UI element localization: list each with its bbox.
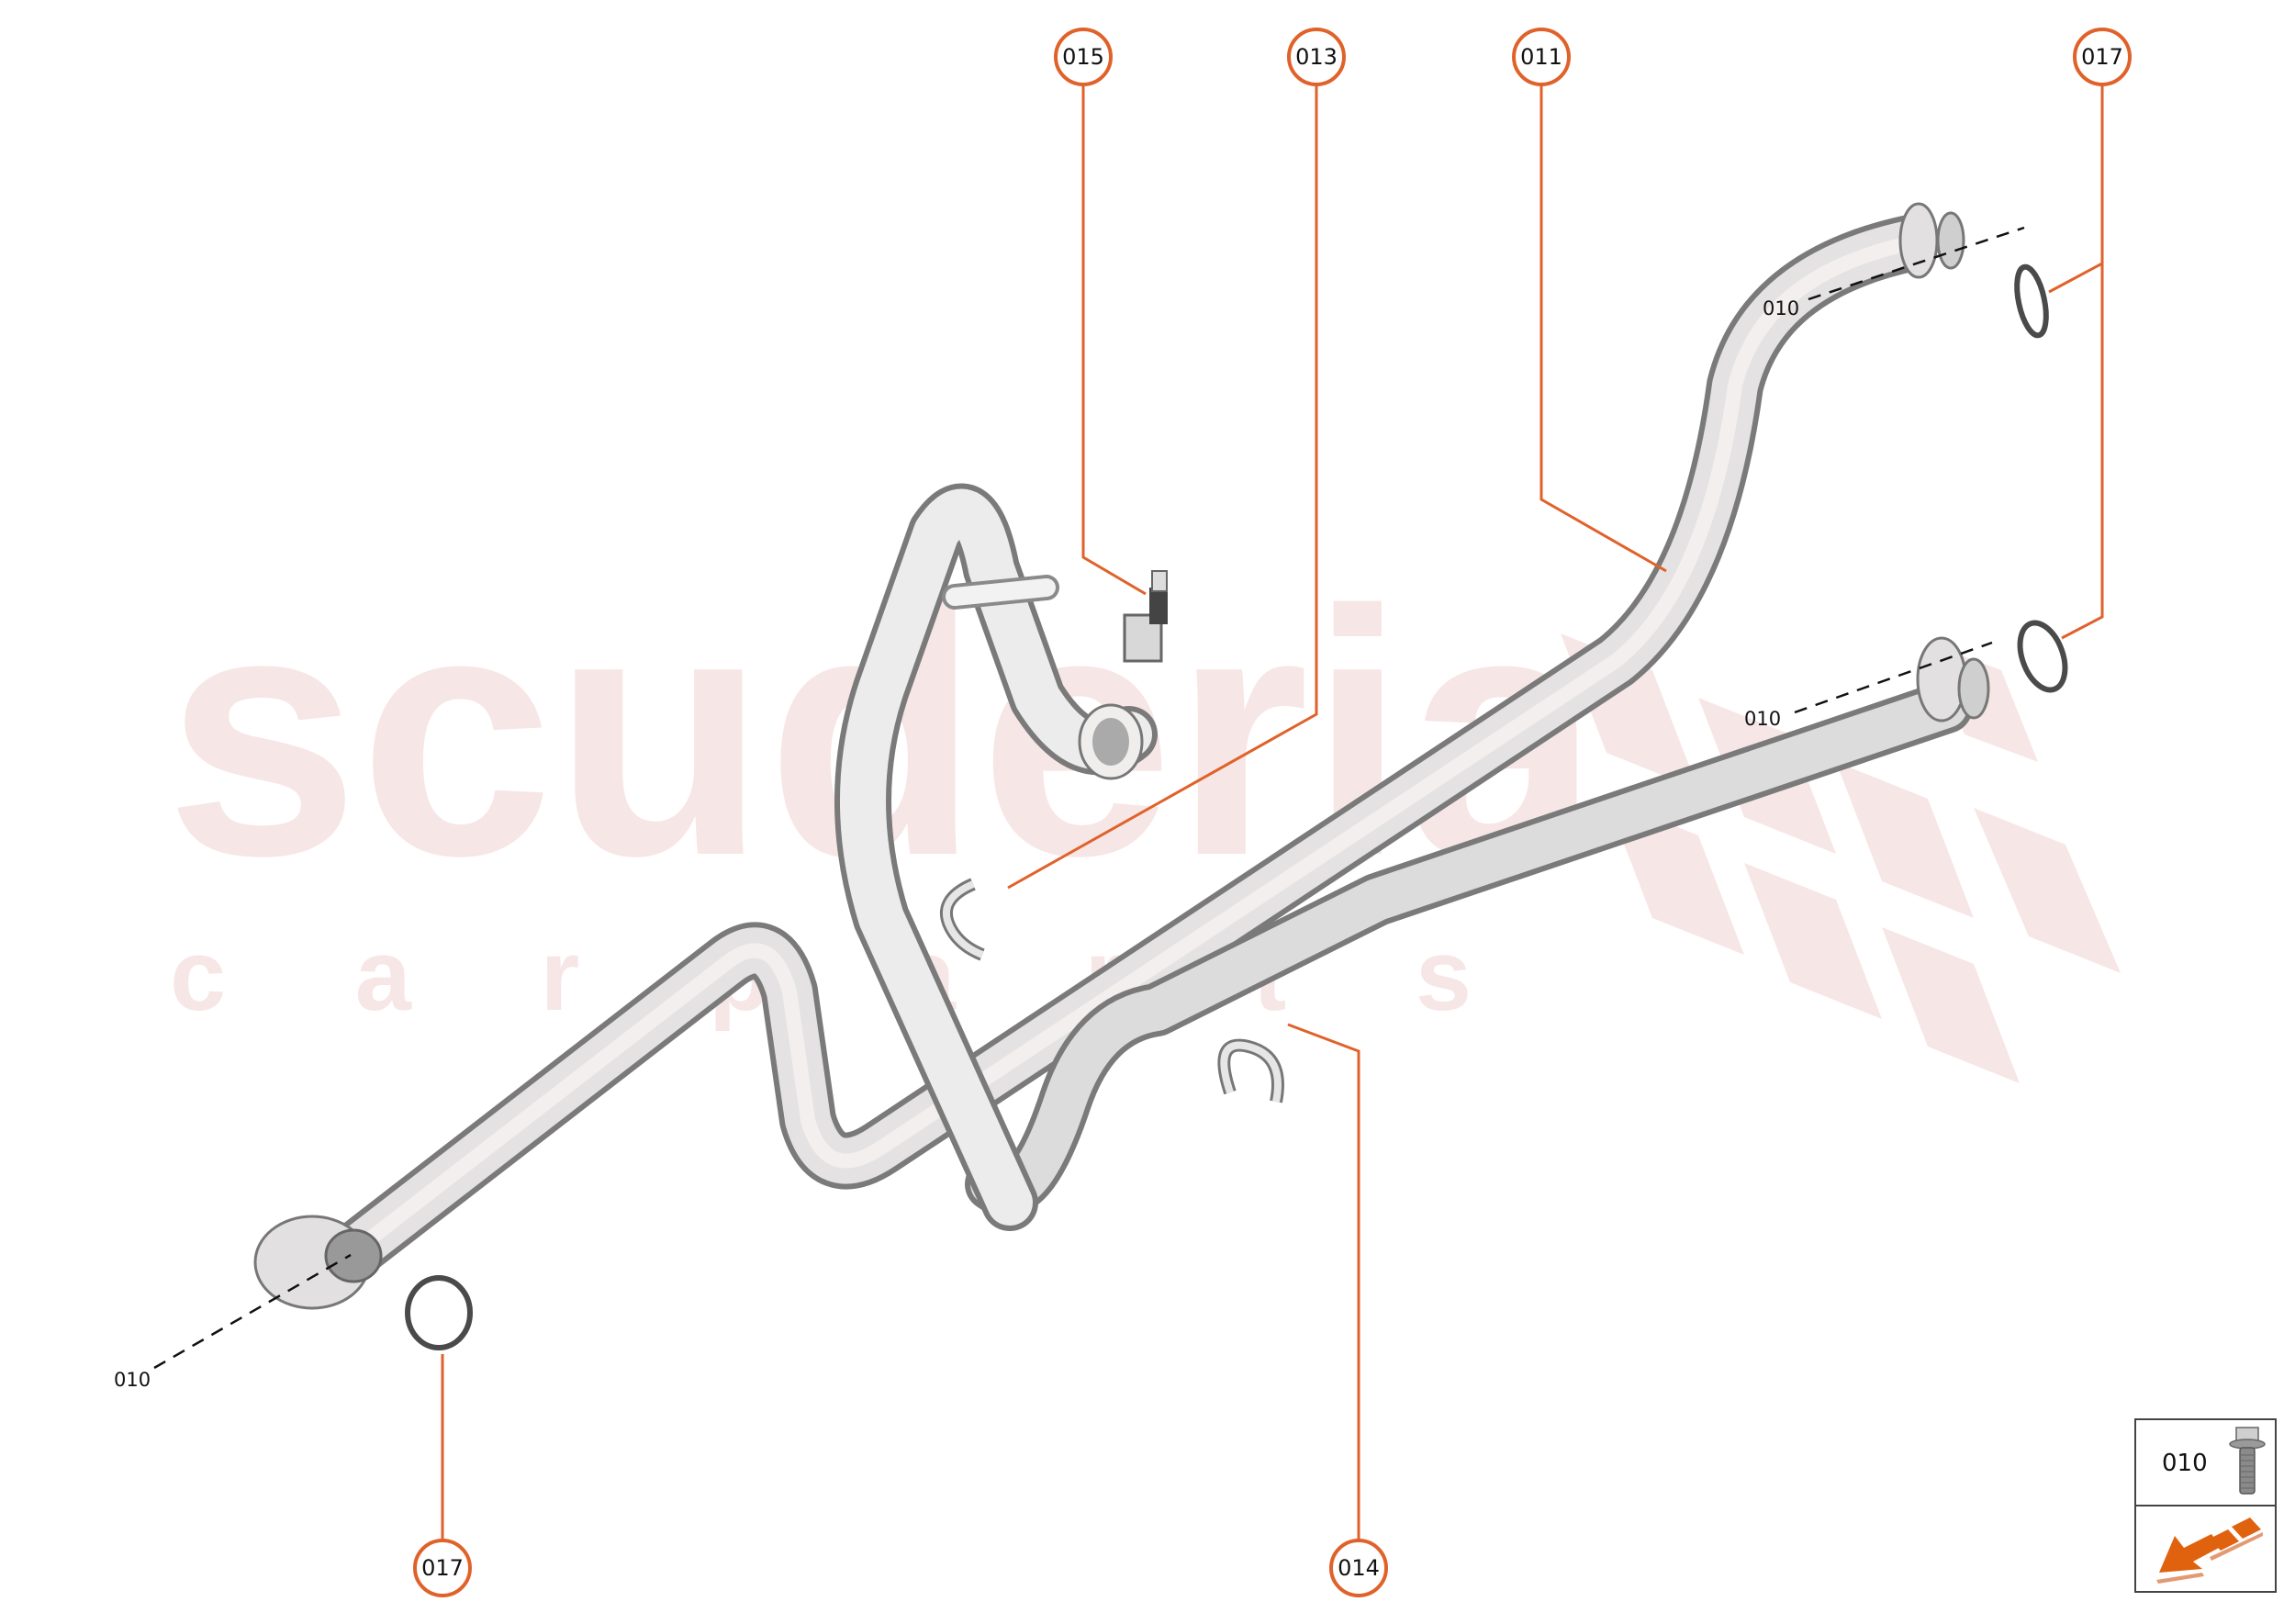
- o-ring-left: [405, 1275, 473, 1350]
- callout-011[interactable]: 011: [1512, 28, 1571, 86]
- callout-013[interactable]: 013: [1287, 28, 1346, 86]
- callout-label: 013: [1295, 44, 1338, 70]
- callout-label: 014: [1338, 1555, 1380, 1581]
- callout-015[interactable]: 015: [1054, 28, 1113, 86]
- legend-nav-row[interactable]: [2136, 1506, 2275, 1593]
- leader-011: [1539, 84, 1667, 573]
- sensor-015: [1123, 570, 1168, 663]
- callout-017-bottom[interactable]: 017: [413, 1539, 472, 1597]
- leader-017-top: [2048, 84, 2104, 294]
- flange-upper-right: [1898, 202, 1939, 279]
- bolt-axis-lines: [153, 226, 2025, 1370]
- callout-014[interactable]: 014: [1329, 1539, 1388, 1597]
- callout-label: 015: [1062, 44, 1104, 70]
- callout-label: 017: [2081, 44, 2123, 70]
- ref-label-010: 010: [1763, 297, 1799, 319]
- legend-box: 010: [2134, 1418, 2277, 1593]
- checkered-flag-icon: [1561, 633, 2121, 1083]
- callouts: 015 013 011 017 017 014: [413, 28, 2132, 1597]
- o-ring-seals: [405, 263, 2068, 1350]
- ref-label-010: 010: [1744, 708, 1781, 730]
- orange-arrow-icon[interactable]: [2155, 1516, 2265, 1585]
- reference-labels: 010 010 010: [114, 297, 1799, 1391]
- clamp-013: [940, 878, 985, 961]
- leader-017-top-branch: [2061, 263, 2104, 640]
- o-ring-middle: [2017, 620, 2068, 693]
- o-ring-upper: [2014, 263, 2049, 339]
- flange-lower-right: [1916, 636, 1967, 722]
- clamp-014: [1217, 1038, 1284, 1103]
- pipe-assembly: [253, 202, 1990, 1310]
- leader-015: [1081, 84, 1147, 596]
- callout-label: 017: [421, 1555, 464, 1581]
- callout-017-top[interactable]: 017: [2073, 28, 2132, 86]
- leader-014: [1287, 1023, 1360, 1540]
- leader-lines: [441, 84, 2104, 1540]
- ref-label-010: 010: [114, 1369, 151, 1391]
- callout-label: 011: [1520, 44, 1562, 70]
- legend-part-number: 010: [2162, 1450, 2208, 1477]
- legend-bolt-row[interactable]: 010: [2136, 1420, 2275, 1506]
- bolt-icon: [2229, 1427, 2266, 1495]
- leader-013: [1007, 84, 1318, 890]
